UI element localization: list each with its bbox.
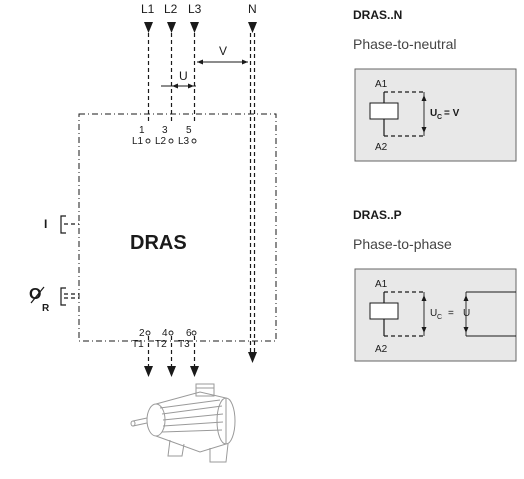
variant-n-subtitle: Phase-to-neutral (353, 36, 457, 52)
terminal-3-num: 3 (162, 125, 168, 136)
terminal-l3-name: L3 (178, 136, 190, 147)
t3-arrow-icon (190, 366, 199, 377)
l2-arrow-icon (167, 22, 176, 33)
variant-n-title: DRAS..N (353, 8, 402, 22)
variant-p-title: DRAS..P (353, 208, 402, 222)
variant-p-subtitle: Phase-to-phase (353, 236, 452, 252)
device-box (78, 113, 277, 342)
variant-n-uc-sub: C (437, 114, 442, 121)
variant-p-u: U (463, 308, 470, 319)
v-label: V (219, 44, 227, 58)
variant-p-uc: U (430, 308, 437, 319)
terminal-t2-name: T2 (155, 339, 167, 350)
variant-p-uc-sub: C (437, 314, 442, 321)
l3-label: L3 (188, 2, 202, 16)
variant-n-uc: U (430, 108, 437, 119)
input-i-bracket (60, 215, 66, 234)
variant-p-coil (369, 302, 399, 320)
motor-icon (130, 383, 236, 463)
variant-n-coil (369, 102, 399, 120)
l1-label: L1 (141, 2, 155, 16)
variant-p-a1: A1 (375, 279, 388, 290)
terminal-l1-name: L1 (132, 136, 144, 147)
input-or-label: O (29, 286, 41, 303)
variant-n-eq: = V (444, 108, 460, 119)
input-or-bracket (60, 287, 66, 306)
t2-arrow-icon (167, 366, 176, 377)
variant-p-eq: = (448, 308, 454, 319)
n-arrow-icon (248, 22, 257, 33)
input-i-label: I (44, 217, 47, 231)
variant-n-a2: A2 (375, 142, 388, 153)
l3-arrow-icon (190, 22, 199, 33)
terminal-6-num: 6 (186, 328, 192, 339)
terminal-1-num: 1 (139, 125, 145, 136)
terminal-4-num: 4 (162, 328, 168, 339)
variant-p-a2: A2 (375, 344, 388, 355)
u-label: U (179, 69, 188, 83)
n-label: N (248, 2, 257, 16)
terminal-l2-name: L2 (155, 136, 167, 147)
variant-n-a1: A1 (375, 79, 388, 90)
terminal-5-num: 5 (186, 125, 192, 136)
terminal-t1-name: T1 (132, 339, 144, 350)
input-or-sub: R (42, 303, 50, 314)
device-name: DRAS (130, 232, 187, 254)
l1-arrow-icon (144, 22, 153, 33)
terminal-t3-name: T3 (178, 339, 190, 350)
t1-arrow-icon (144, 366, 153, 377)
n-out-arrow-icon (248, 352, 257, 363)
terminal-2-num: 2 (139, 328, 145, 339)
l2-label: L2 (164, 2, 178, 16)
